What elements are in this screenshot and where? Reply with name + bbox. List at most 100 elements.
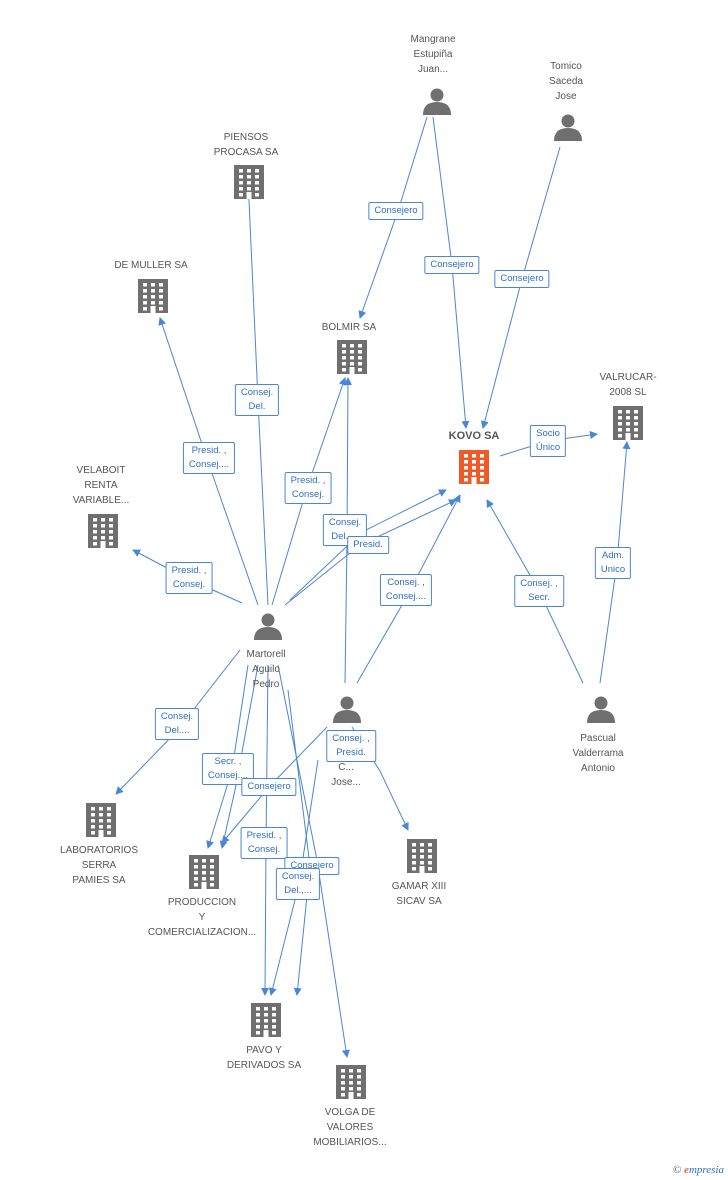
focus-company-building-icon[interactable] xyxy=(459,450,489,484)
label-line: Pedro xyxy=(252,679,280,690)
relationship-label-line: Del.,... xyxy=(284,885,312,896)
relationship-label-line: Consej. xyxy=(328,517,362,528)
person-icon[interactable] xyxy=(587,696,615,724)
copyright-symbol: © xyxy=(672,1164,682,1176)
relationship-label[interactable]: Consej. ,Presid. xyxy=(326,730,376,762)
relationship-label-line: Adm. xyxy=(601,550,625,561)
relationship-label-line: Consej. xyxy=(160,711,194,722)
relationship-label[interactable]: Consejero xyxy=(494,270,550,288)
person-icon[interactable] xyxy=(333,696,361,724)
company-label-kovo[interactable]: KOVO SA xyxy=(449,429,500,444)
relationship-label-line: Consej.... xyxy=(207,770,249,781)
label-line: VARIABLE... xyxy=(72,495,130,506)
relationship-label[interactable]: Presid. ,Consej.... xyxy=(182,442,236,474)
brand-initial: e xyxy=(684,1164,689,1176)
person-label-jose[interactable]: C...Jose... xyxy=(331,760,360,790)
company-label-bolmir[interactable]: BOLMIR SA xyxy=(322,320,376,335)
relationship-label[interactable]: Presid. ,Consej. xyxy=(240,827,288,859)
relationship-label[interactable]: Consej. ,Secr. xyxy=(514,575,564,607)
company-label-valrucar[interactable]: VALRUCAR-2008 SL xyxy=(599,370,656,400)
relationship-label-line: Unico xyxy=(600,564,626,575)
relationship-label-line: Presid. xyxy=(353,539,383,550)
company-label-laboratorios[interactable]: LABORATORIOS SERRA PAMIES SA xyxy=(60,843,138,888)
relationship-label[interactable]: Consejero xyxy=(241,778,297,796)
label-line: Estupiña xyxy=(413,49,453,60)
relationship-label[interactable]: Presid. ,Consej. xyxy=(284,472,332,504)
relationship-label-line: Consej.... xyxy=(385,591,427,602)
relationship-label[interactable]: Consej. Del.,... xyxy=(275,868,321,900)
label-line: BOLMIR SA xyxy=(321,322,377,333)
label-line: Jose... xyxy=(331,777,361,788)
company-label-demuller[interactable]: DE MULLER SA xyxy=(114,258,187,273)
label-line: Juan... xyxy=(417,64,449,75)
company-building-icon[interactable] xyxy=(407,839,437,873)
company-building-icon[interactable] xyxy=(189,855,219,889)
relationship-label-line: Del.,... xyxy=(331,531,359,542)
company-building-icon[interactable] xyxy=(613,406,643,440)
company-building-icon[interactable] xyxy=(336,1065,366,1099)
person-icon[interactable] xyxy=(554,114,582,142)
relationship-label-line: Del. xyxy=(248,401,266,412)
label-line: DERIVADOS SA xyxy=(226,1060,302,1071)
relationship-label-line: Presid. xyxy=(336,747,366,758)
label-line: VELABOIT xyxy=(76,465,126,476)
relationship-label-line: Consejero xyxy=(430,259,474,270)
label-line: SICAV SA xyxy=(396,896,442,907)
relationship-label[interactable]: Consej. ,Consej.... xyxy=(379,574,433,606)
relationship-edge xyxy=(219,664,259,849)
label-line: LABORATORIOS xyxy=(60,845,138,856)
relationship-label-line: Socio xyxy=(536,428,560,439)
label-line: VALORES xyxy=(326,1122,374,1133)
relationship-label-line: Secr. , xyxy=(214,756,242,767)
relationship-label-line: Consej. , xyxy=(520,578,558,589)
company-building-icon[interactable] xyxy=(86,803,116,837)
relationship-label[interactable]: Presid. ,Consej. xyxy=(165,562,213,594)
label-line: PAMIES SA xyxy=(72,875,126,886)
label-line: Tomico xyxy=(550,61,582,72)
label-line: Mangrane xyxy=(410,34,456,45)
person-icon[interactable] xyxy=(254,613,282,641)
label-line: VOLGA DE xyxy=(324,1107,376,1118)
relationship-label-line: Consej. xyxy=(291,489,325,500)
label-line: COMERCIALIZACION... xyxy=(147,927,257,938)
relationship-label[interactable]: Adm. Unico xyxy=(594,547,632,579)
relationship-label[interactable]: Consejero xyxy=(368,202,424,220)
label-line: Jose xyxy=(555,91,577,102)
relationship-label[interactable]: Presid. xyxy=(347,536,389,554)
relationship-label[interactable]: Consej. Del.... xyxy=(154,708,200,740)
relationship-label-line: Consej. xyxy=(281,871,315,882)
relationship-label-line: Único xyxy=(535,442,561,453)
relationship-label-line: Del.... xyxy=(164,725,190,736)
company-label-pavo[interactable]: PAVO Y DERIVADOS SA xyxy=(227,1043,301,1073)
label-line: DE MULLER SA xyxy=(114,260,188,271)
label-line: SERRA xyxy=(81,860,117,871)
company-building-icon[interactable] xyxy=(138,279,168,313)
company-building-icon[interactable] xyxy=(337,340,367,374)
relationship-label[interactable]: Consej. Del. xyxy=(234,384,280,416)
relationship-label-line: Presid. , xyxy=(191,445,227,456)
relationship-label[interactable]: Secr. , Consej.... xyxy=(201,753,255,785)
label-line: PIENSOS xyxy=(223,132,269,143)
label-line: Aguilo xyxy=(252,664,280,675)
relationship-label-line: Consej. xyxy=(240,387,274,398)
relationship-label[interactable]: Consejero xyxy=(424,256,480,274)
relationship-label-line: Presid. , xyxy=(171,565,207,576)
company-building-icon[interactable] xyxy=(88,514,118,548)
company-building-icon[interactable] xyxy=(251,1003,281,1037)
relationship-label-line: Consejero xyxy=(374,205,418,216)
person-icon[interactable] xyxy=(423,88,451,116)
relationship-label[interactable]: Consej. Del.,... xyxy=(322,514,368,546)
company-building-icon[interactable] xyxy=(234,165,264,199)
label-line: PAVO Y xyxy=(246,1045,282,1056)
